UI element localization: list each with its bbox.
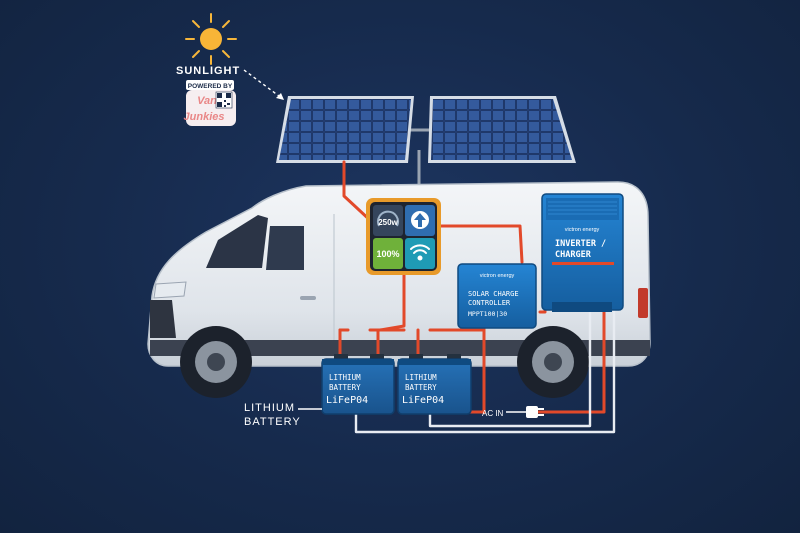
powered-by-text: POWERED BY bbox=[188, 83, 233, 90]
inverter-title-line1: INVERTER / bbox=[555, 239, 606, 249]
solar-panel-left bbox=[276, 96, 414, 163]
controller-brand: victron energy bbox=[480, 273, 515, 279]
sunlight-arrow bbox=[243, 69, 284, 100]
wifi-tile bbox=[405, 238, 435, 269]
sunlight-arrowhead bbox=[276, 93, 284, 100]
controller-title-line2: CONTROLLER bbox=[468, 299, 511, 307]
arrow-up-icon bbox=[411, 211, 429, 229]
inverter-brand: victron energy bbox=[565, 227, 600, 233]
qr-code-icon bbox=[215, 91, 233, 109]
van-grille bbox=[150, 300, 176, 338]
battery2-line2: BATTERY bbox=[405, 383, 437, 392]
van-door-handle bbox=[300, 296, 316, 300]
battery-callout-line1: LITHIUM bbox=[244, 402, 295, 414]
solar-charge-controller[interactable]: victron energy SOLAR CHARGE CONTROLLER M… bbox=[457, 263, 537, 329]
battery2-line1: LITHIUM bbox=[405, 373, 437, 382]
van-windshield bbox=[206, 215, 268, 268]
van-headlight bbox=[153, 281, 187, 299]
sun-icon bbox=[185, 13, 237, 65]
front-wheel bbox=[180, 326, 252, 398]
sunlight-label: SUNLIGHT bbox=[176, 65, 240, 77]
plug-icon bbox=[526, 406, 544, 418]
soc-tile bbox=[373, 238, 403, 269]
wire-ac-battery2 bbox=[428, 308, 592, 428]
wire-inverter-to-battery bbox=[536, 308, 606, 414]
battery1-line1: LITHIUM bbox=[329, 373, 361, 382]
battery-2[interactable]: LITHIUM BATTERY LiFeP04 bbox=[397, 354, 472, 415]
gauge-tile bbox=[373, 205, 403, 236]
controller-title-line1: SOLAR CHARGE bbox=[468, 290, 519, 298]
rear-wheel bbox=[517, 326, 589, 398]
ac-wiring bbox=[354, 308, 616, 434]
battery-callout-line2: BATTERY bbox=[244, 416, 301, 428]
powered-by-badge: POWERED BY Van Junkies bbox=[184, 80, 236, 126]
soc-value: 100% bbox=[376, 249, 399, 259]
solar-panel-right bbox=[428, 96, 576, 163]
inverter-title-line2: CHARGER bbox=[555, 250, 592, 260]
controller-model: MPPT100|30 bbox=[468, 310, 507, 318]
inverter-charger[interactable]: victron energy INVERTER / CHARGER bbox=[541, 193, 624, 312]
van-front-window bbox=[266, 226, 304, 270]
badge-brand-line2: Junkies bbox=[184, 111, 225, 123]
monitor-display[interactable]: 250w 100% bbox=[366, 198, 441, 275]
inverter-stripe bbox=[552, 262, 614, 265]
battery1-line3: LiFeP04 bbox=[326, 395, 368, 406]
wire-ac-loop bbox=[354, 308, 616, 434]
wire-battery-bus bbox=[338, 328, 486, 362]
gauge-value: 250w bbox=[378, 218, 398, 227]
wire-display-to-controller bbox=[438, 224, 524, 264]
wifi-icon bbox=[410, 244, 430, 261]
wire-panel-to-display bbox=[342, 160, 374, 224]
battery-1[interactable]: LITHIUM BATTERY LiFeP04 bbox=[321, 354, 395, 415]
battery1-line2: BATTERY bbox=[329, 383, 361, 392]
battery2-line3: LiFeP04 bbox=[402, 395, 444, 406]
van-tail-light bbox=[638, 288, 648, 318]
badge-brand-line1: Van bbox=[197, 95, 217, 107]
ac-in-label: AC IN bbox=[482, 409, 504, 418]
